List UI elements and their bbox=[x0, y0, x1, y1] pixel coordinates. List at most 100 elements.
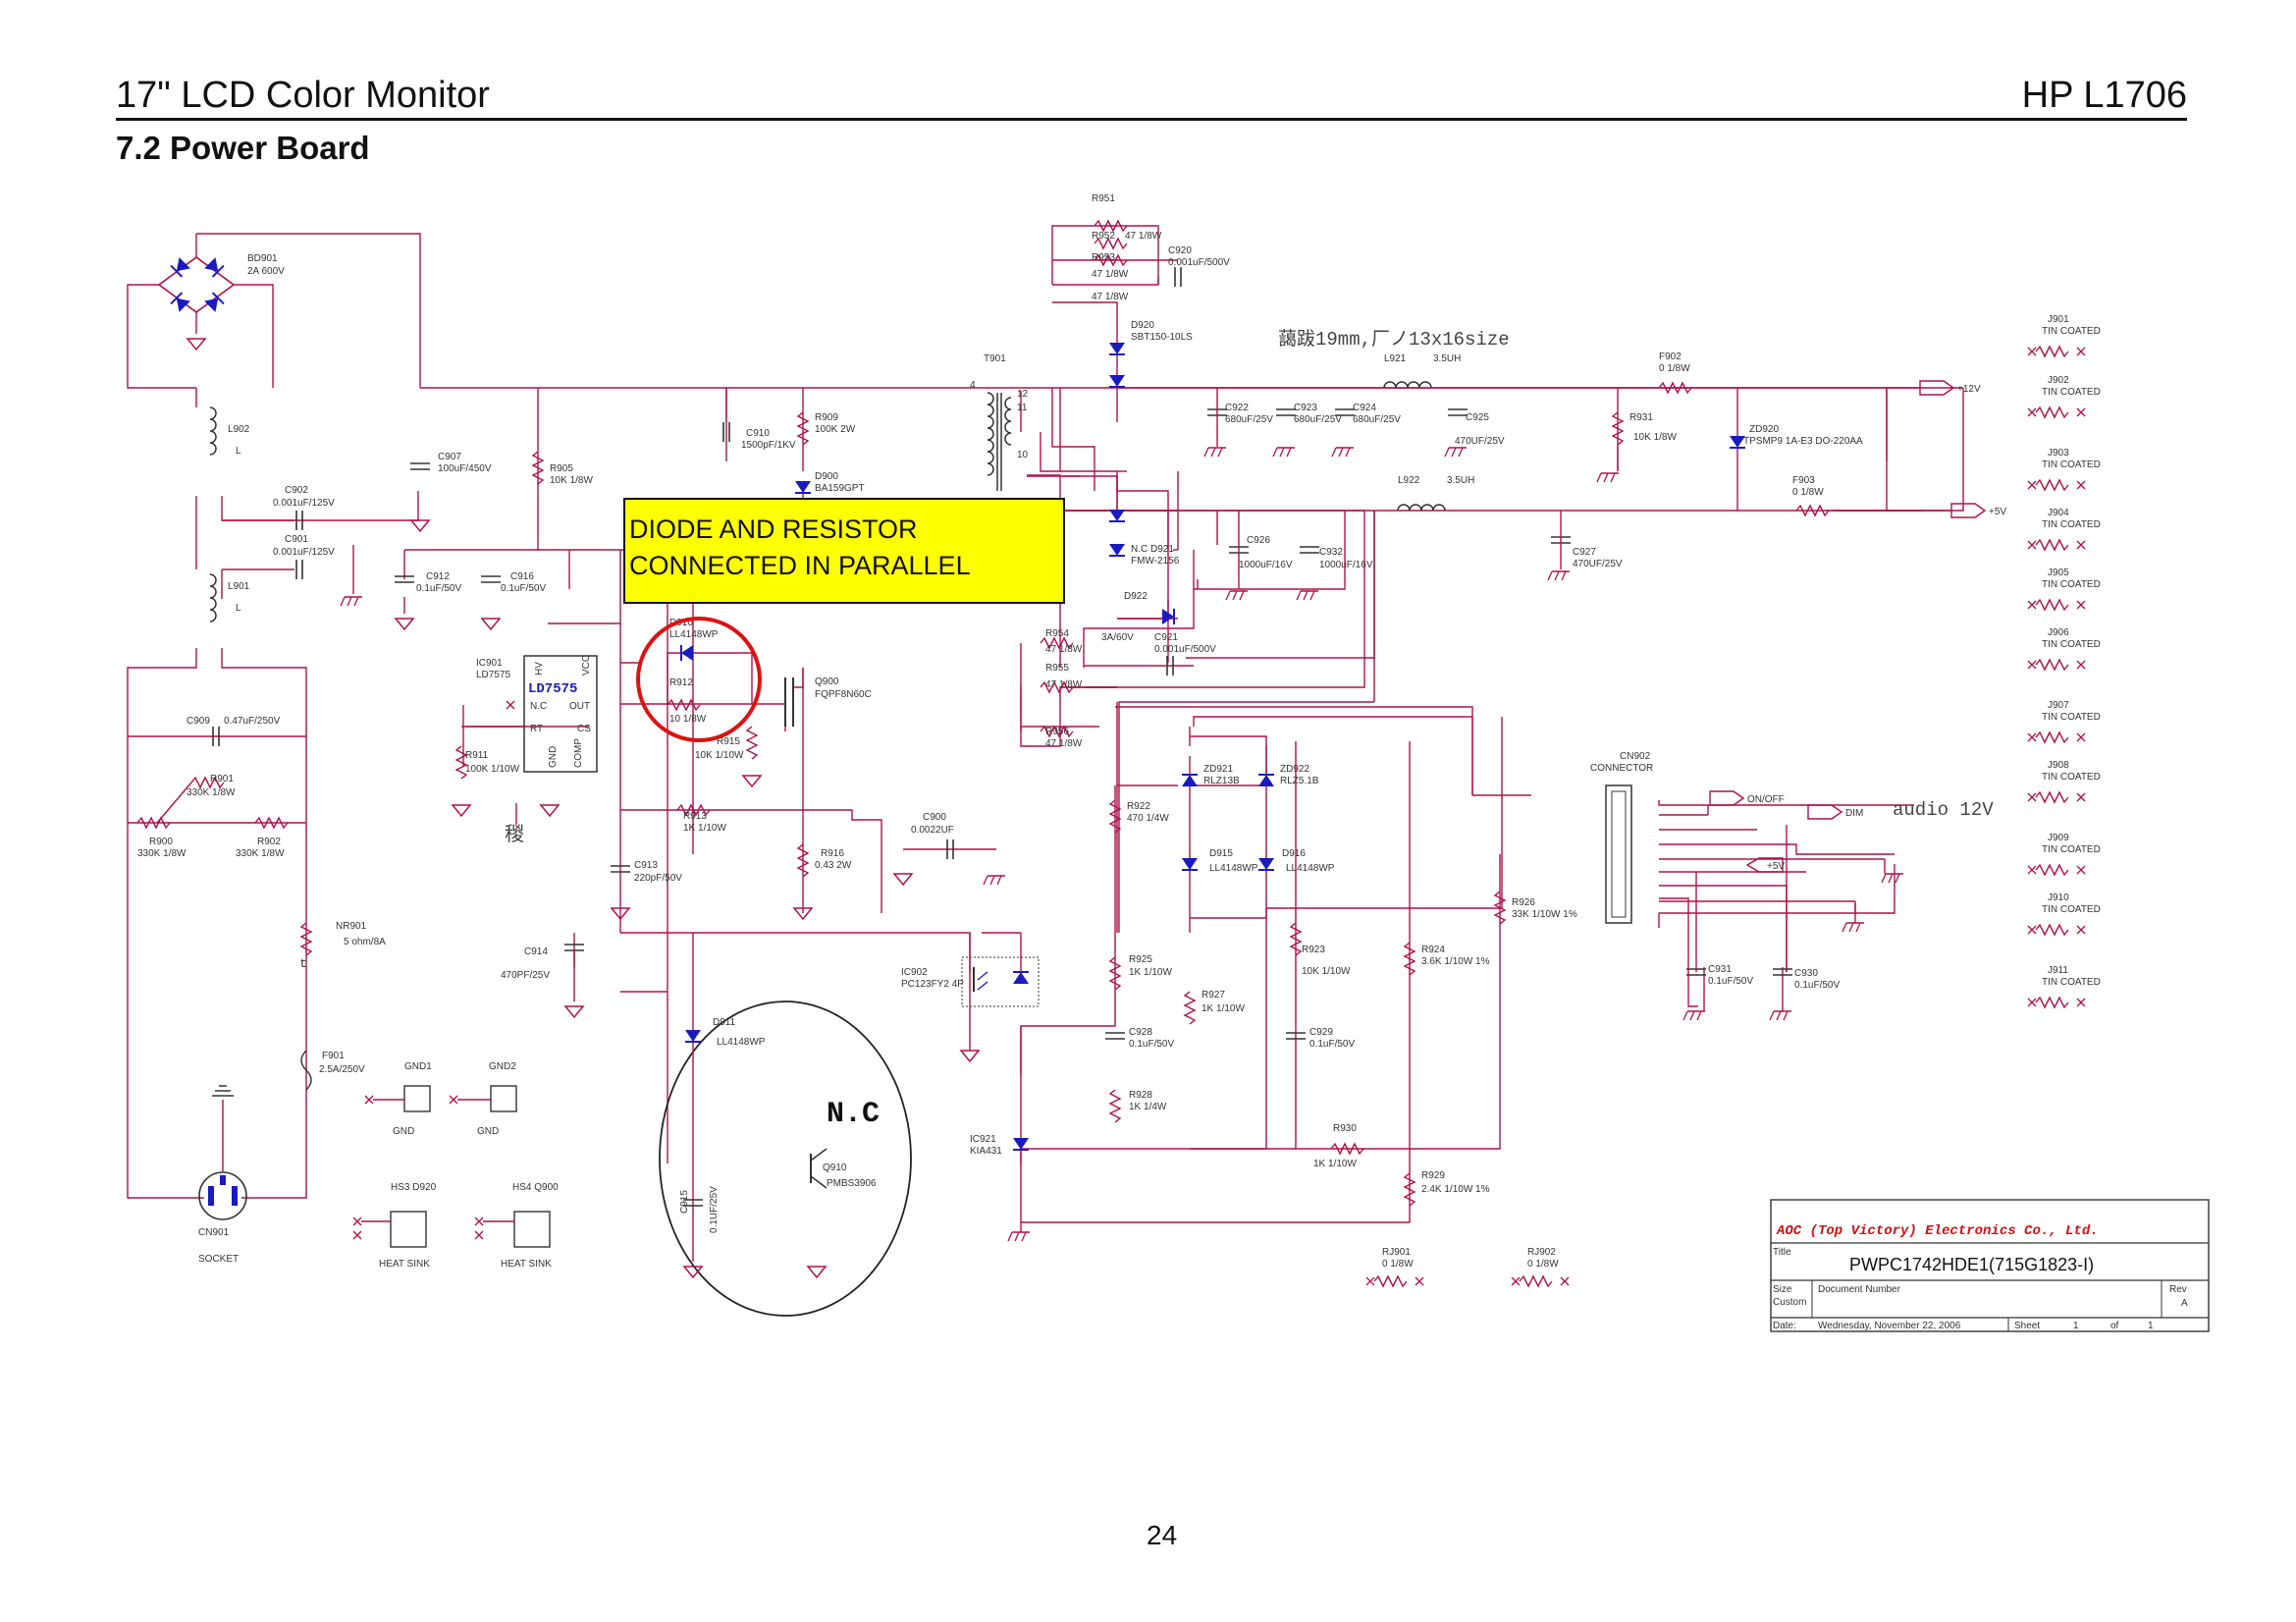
svg-text:10 1/8W: 10 1/8W bbox=[669, 714, 707, 725]
header-rule bbox=[116, 118, 2187, 121]
svg-text:Q910: Q910 bbox=[823, 1162, 847, 1173]
svg-text:1000uF/16V: 1000uF/16V bbox=[1239, 560, 1293, 570]
svg-text:D920: D920 bbox=[1131, 320, 1154, 331]
svg-text:C907: C907 bbox=[438, 452, 461, 462]
svg-text:TIN COATED: TIN COATED bbox=[2042, 904, 2101, 915]
callout-box: DIODE AND RESISTOR CONNECTED IN PARALLEL bbox=[623, 498, 1065, 604]
svg-text:TIN COATED: TIN COATED bbox=[2042, 460, 2101, 470]
svg-text:D922: D922 bbox=[1124, 591, 1148, 602]
svg-text:RLZ5.1B: RLZ5.1B bbox=[1280, 776, 1319, 786]
ac-socket-cn901: CN901 SOCKET bbox=[198, 1085, 247, 1265]
svg-text:TIN COATED: TIN COATED bbox=[2042, 579, 2101, 590]
bd901-value: 2A 600V bbox=[247, 266, 285, 277]
bridge-rectifier-bd901: BD901 2A 600V bbox=[157, 253, 285, 351]
board-title: PWPC1742HDE1(715G1823-I) bbox=[1849, 1255, 2094, 1274]
feedback-section: ZD921 RLZ13B ZD922 RLZ5.1B R922 470 1/4W… bbox=[1007, 706, 1577, 1242]
svg-text:of: of bbox=[2110, 1321, 2119, 1331]
svg-text:C929: C929 bbox=[1309, 1027, 1333, 1038]
svg-text:IC902: IC902 bbox=[901, 967, 928, 978]
svg-text:0.0022UF: 0.0022UF bbox=[911, 825, 954, 836]
svg-text:C914: C914 bbox=[524, 946, 548, 957]
svg-text:0.1uF/50V: 0.1uF/50V bbox=[416, 583, 461, 594]
snubber: C910 1500pF/1KV R909 100K 2W D900 BA159G… bbox=[722, 388, 865, 494]
svg-text:LL4148WP: LL4148WP bbox=[1209, 863, 1258, 874]
svg-text:R930: R930 bbox=[1333, 1123, 1357, 1134]
svg-text:GND1: GND1 bbox=[404, 1061, 432, 1072]
svg-text:t: t bbox=[299, 956, 307, 971]
svg-text:LL4148WP: LL4148WP bbox=[717, 1037, 766, 1048]
svg-text:R901: R901 bbox=[210, 774, 234, 784]
svg-text:T901: T901 bbox=[984, 353, 1006, 364]
audio-note: audio 12V bbox=[1893, 799, 1994, 821]
svg-text:680uF/25V: 680uF/25V bbox=[1353, 414, 1401, 425]
svg-text:R924: R924 bbox=[1421, 945, 1445, 955]
svg-text:100K 2W: 100K 2W bbox=[815, 424, 856, 435]
svg-text:0.1uF/50V: 0.1uF/50V bbox=[1708, 976, 1753, 987]
svg-text:R911: R911 bbox=[465, 750, 489, 761]
svg-text:Q900: Q900 bbox=[815, 676, 839, 687]
svg-text:J901: J901 bbox=[2048, 314, 2069, 325]
stray-glyph: 稯 bbox=[505, 823, 524, 847]
svg-text:GND: GND bbox=[477, 1126, 499, 1137]
svg-text:0.47uF/250V: 0.47uF/250V bbox=[224, 716, 281, 727]
callout-line-2: CONNECTED IN PARALLEL bbox=[629, 551, 971, 580]
svg-text:TPSMP9 1A-E3 DO-220AA: TPSMP9 1A-E3 DO-220AA bbox=[1743, 436, 1863, 447]
gnd-pads: GND1 GND GND2 GND bbox=[364, 1061, 517, 1137]
svg-text:LL4148WP: LL4148WP bbox=[669, 629, 719, 640]
svg-text:C922: C922 bbox=[1225, 403, 1249, 413]
svg-text:RLZ13B: RLZ13B bbox=[1203, 776, 1240, 786]
svg-text:LD7575: LD7575 bbox=[528, 681, 577, 697]
svg-text:470UF/25V: 470UF/25V bbox=[1455, 436, 1505, 447]
svg-text:RJ902: RJ902 bbox=[1527, 1247, 1556, 1258]
svg-text:TIN COATED: TIN COATED bbox=[2042, 844, 2101, 855]
svg-text:HS4 Q900: HS4 Q900 bbox=[512, 1182, 559, 1193]
svg-text:R922: R922 bbox=[1127, 801, 1150, 812]
c902-ref: C902 bbox=[285, 485, 308, 496]
svg-text:C926: C926 bbox=[1247, 535, 1270, 546]
svg-text:1: 1 bbox=[2073, 1321, 2079, 1331]
svg-text:GND: GND bbox=[548, 746, 559, 768]
svg-text:47 1/8W: 47 1/8W bbox=[1092, 269, 1129, 280]
svg-text:ZD922: ZD922 bbox=[1280, 764, 1309, 775]
svg-text:GND: GND bbox=[393, 1126, 414, 1137]
svg-text:Date:: Date: bbox=[1773, 1321, 1796, 1331]
svg-text:L902: L902 bbox=[228, 424, 250, 435]
svg-text:FQPF8N60C: FQPF8N60C bbox=[815, 689, 872, 700]
svg-text:R912: R912 bbox=[669, 677, 693, 688]
svg-text:R900: R900 bbox=[149, 837, 173, 847]
svg-text:SOCKET: SOCKET bbox=[198, 1254, 239, 1265]
svg-text:R951: R951 bbox=[1092, 193, 1115, 204]
svg-text:TIN COATED: TIN COATED bbox=[2042, 977, 2101, 988]
svg-text:IC921: IC921 bbox=[970, 1134, 996, 1145]
svg-text:F902: F902 bbox=[1659, 351, 1682, 362]
svg-text:D911: D911 bbox=[713, 1017, 736, 1028]
svg-text:3.5UH: 3.5UH bbox=[1433, 353, 1461, 364]
c900: C900 0.0022UF bbox=[893, 812, 1006, 886]
svg-text:Size: Size bbox=[1773, 1284, 1792, 1295]
l901: L901 L bbox=[209, 573, 250, 622]
svg-text:OUT: OUT bbox=[569, 701, 590, 712]
svg-text:TIN COATED: TIN COATED bbox=[2042, 326, 2101, 337]
svg-text:NR901: NR901 bbox=[336, 921, 367, 932]
svg-text:+5V: +5V bbox=[1767, 861, 1785, 872]
svg-text:J909: J909 bbox=[2048, 833, 2069, 843]
svg-text:100K 1/10W: 100K 1/10W bbox=[465, 764, 520, 775]
svg-text:HV: HV bbox=[534, 662, 545, 676]
optocoupler-ic902: IC902 PC123FY2 4P bbox=[901, 933, 1040, 1062]
svg-text:R929: R929 bbox=[1421, 1170, 1445, 1181]
svg-text:R916: R916 bbox=[821, 848, 844, 859]
svg-text:0.1UF/25V: 0.1UF/25V bbox=[709, 1186, 720, 1233]
svg-text:FMW-2156: FMW-2156 bbox=[1131, 556, 1180, 567]
svg-text:0.1uF/50V: 0.1uF/50V bbox=[1794, 980, 1840, 991]
svg-text:L921: L921 bbox=[1384, 353, 1407, 364]
svg-text:R954: R954 bbox=[1045, 628, 1069, 639]
svg-text:3.5UH: 3.5UH bbox=[1447, 475, 1474, 486]
svg-text:R902: R902 bbox=[257, 837, 281, 847]
svg-text:C930: C930 bbox=[1794, 968, 1818, 979]
nc-label: N.C bbox=[827, 1098, 880, 1131]
svg-text:1K 1/10W: 1K 1/10W bbox=[1313, 1159, 1357, 1169]
svg-text:L: L bbox=[236, 446, 241, 457]
